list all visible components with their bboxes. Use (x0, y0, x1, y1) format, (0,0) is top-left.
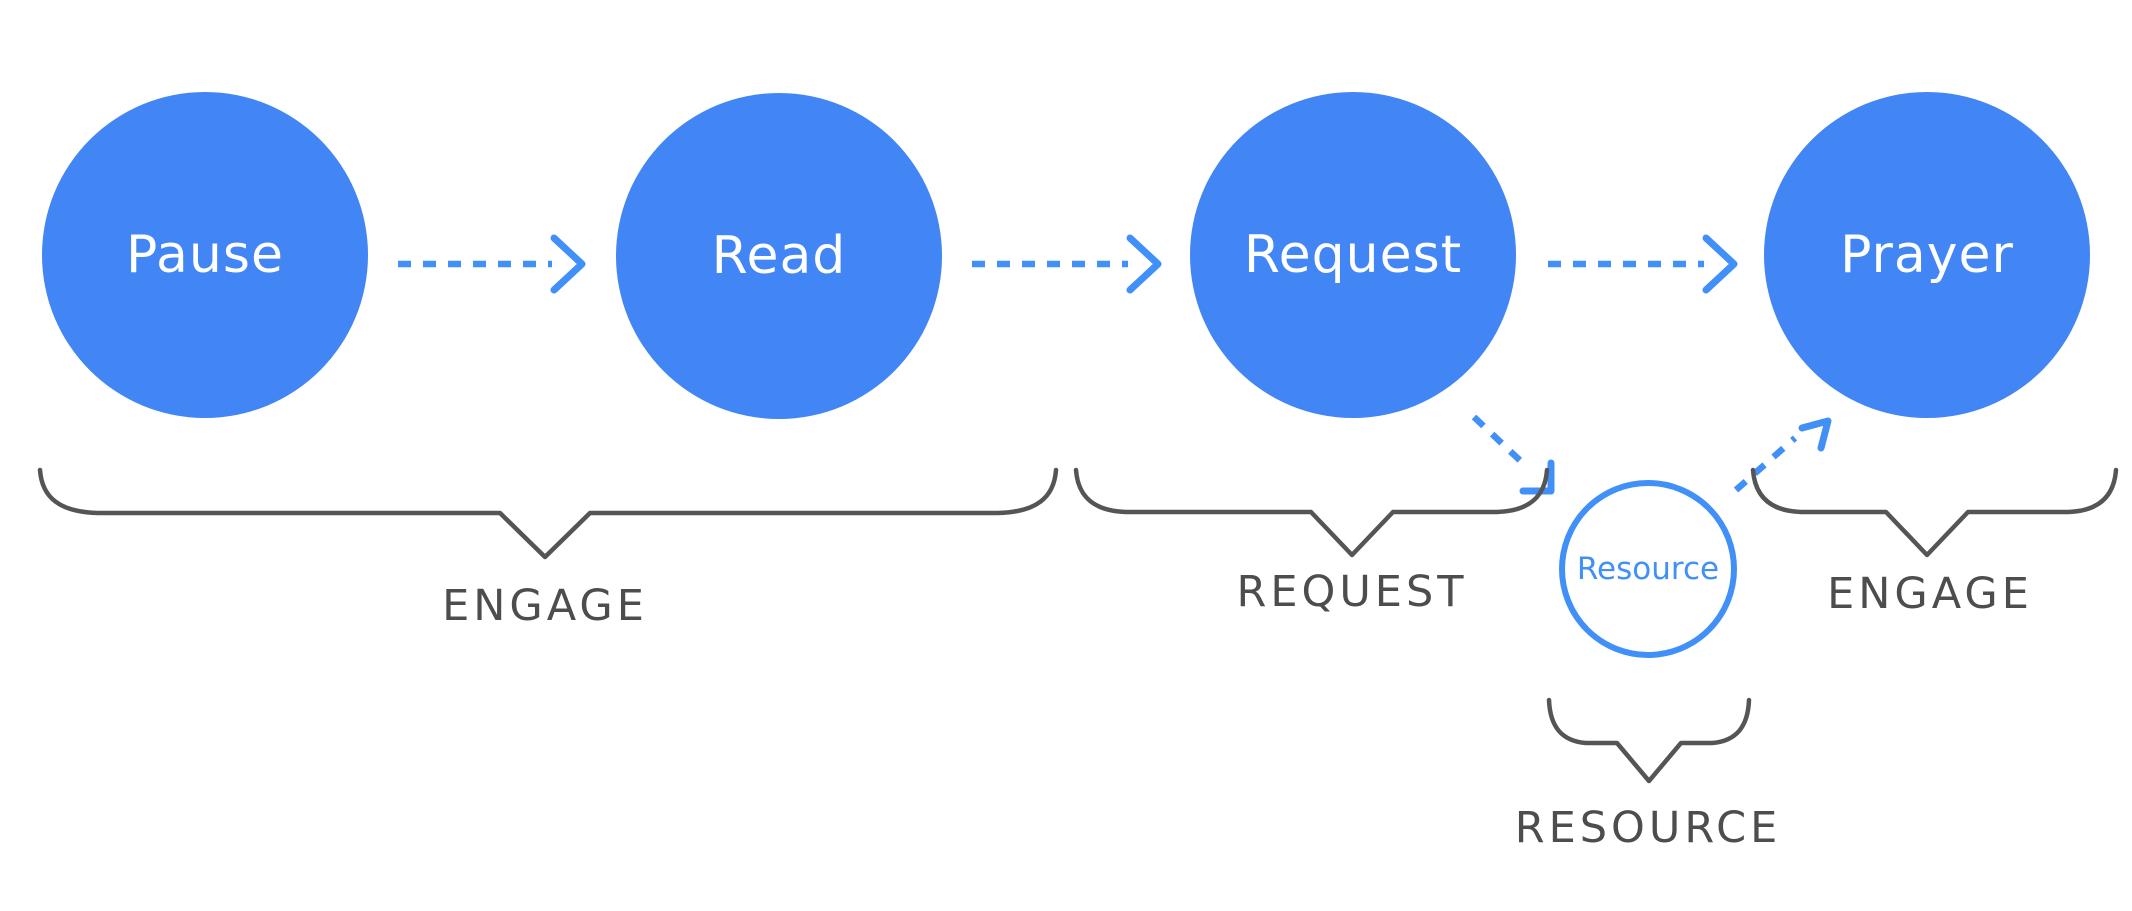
brace-engage-right (1750, 467, 2119, 558)
brace-engage-left (37, 467, 1059, 560)
arrow-request-to-resource (1471, 414, 1555, 495)
group-label-resource: RESOURCE (1514, 803, 1782, 853)
node-request-label: Request (1243, 225, 1463, 285)
arrow-read-to-request (972, 234, 1162, 294)
node-request: Request (1190, 92, 1516, 418)
node-pause: Pause (42, 92, 368, 418)
node-resource-label: Resource (1576, 551, 1720, 587)
node-pause-label: Pause (126, 225, 284, 285)
group-label-request: REQUEST (1236, 567, 1468, 617)
arrow-resource-to-prayer (1733, 417, 1832, 493)
brace-request (1073, 467, 1550, 558)
arrow-pause-to-read (398, 234, 586, 294)
node-prayer: Prayer (1764, 92, 2090, 418)
node-prayer-label: Prayer (1840, 225, 2014, 285)
group-label-engage-left: ENGAGE (442, 581, 648, 631)
brace-resource (1546, 697, 1752, 784)
node-resource: Resource (1559, 480, 1737, 658)
node-read: Read (616, 93, 942, 419)
node-read-label: Read (711, 226, 847, 286)
arrow-request-to-prayer (1548, 234, 1738, 294)
group-label-engage-right: ENGAGE (1827, 569, 2033, 619)
